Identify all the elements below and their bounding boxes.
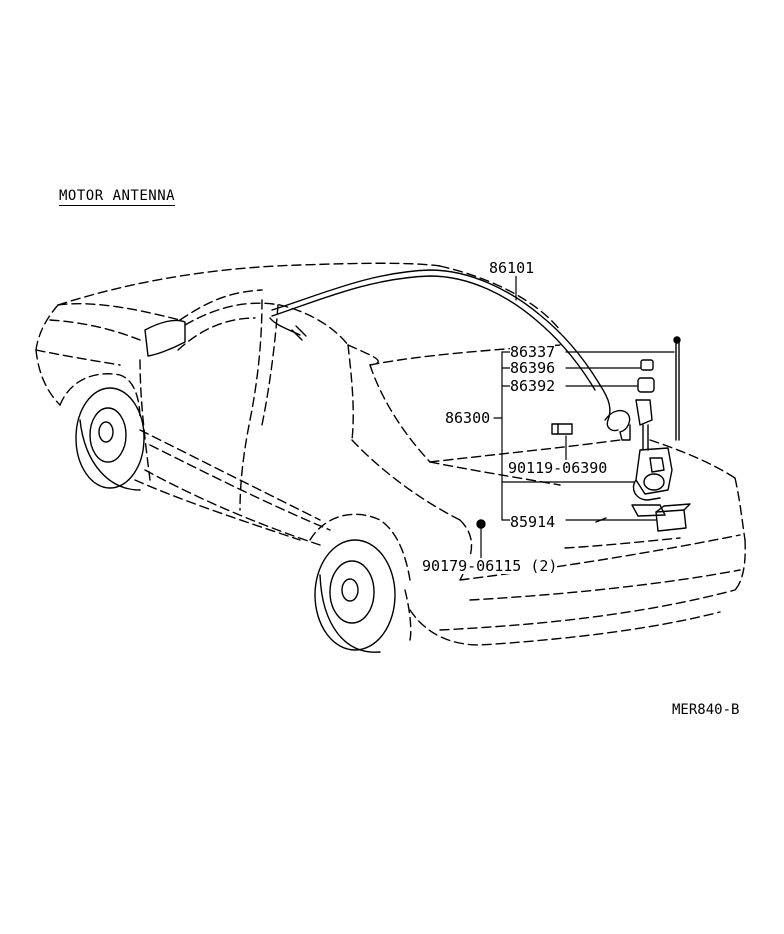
part-label-86396: 86396	[510, 359, 556, 377]
rear-wheel	[314, 539, 396, 653]
part-label-90119-06390: 90119-06390	[508, 459, 608, 477]
figure-code: MER840-B	[672, 702, 740, 718]
part-label-86392: 86392	[510, 377, 556, 395]
side-mirror	[144, 319, 186, 357]
leader-lines	[480, 274, 675, 559]
car-body	[35, 262, 746, 646]
part-label-86337: 86337	[510, 343, 556, 361]
part-label-90179-06115: 90179-06115 (2)	[422, 557, 558, 575]
part-label-85914: 85914	[510, 513, 556, 531]
part-label-86101: 86101	[489, 259, 535, 277]
part-label-86300: 86300	[445, 409, 491, 427]
diagram-title: MOTOR ANTENNA	[59, 188, 176, 206]
front-wheel	[75, 387, 145, 491]
antenna-cable-86101	[269, 269, 619, 432]
motor-antenna-assembly	[476, 336, 691, 532]
